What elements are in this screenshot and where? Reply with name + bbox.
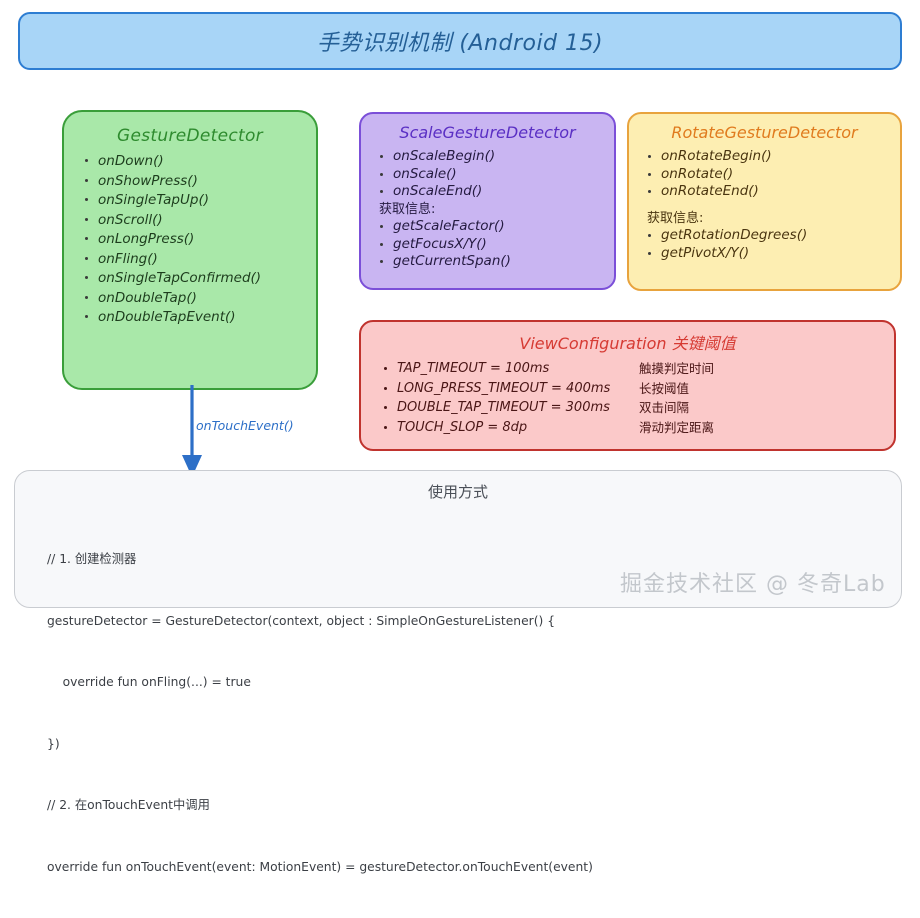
code-line: override fun onTouchEvent(event: MotionE… (47, 859, 593, 874)
code-line: // 2. 在onTouchEvent中调用 (47, 798, 210, 812)
gesture-detector-box: GestureDetector onDown() onShowPress() o… (62, 110, 318, 390)
code-line: override fun onFling(...) = true (47, 675, 251, 689)
list-item: onShowPress() (84, 172, 316, 192)
list-item: getPivotX/Y() (647, 245, 900, 263)
list-item: onDown() (84, 152, 316, 172)
code-line: // 1. 创建检测器 (47, 552, 137, 566)
list-item: onScale() (379, 166, 614, 184)
list-item: onSingleTapConfirmed() (84, 269, 316, 289)
list-item: onLongPress() (84, 230, 316, 250)
rotate-gesture-detector-title: RotateGestureDetector (671, 123, 858, 142)
threshold-note: 触摸判定时间 (639, 361, 715, 376)
section-label: 获取信息: (647, 210, 704, 226)
table-row: TOUCH_SLOP = 8dp 滑动判定距离 (383, 418, 894, 438)
rotate-gesture-detector-box: RotateGestureDetector onRotateBegin() on… (627, 112, 902, 291)
flow-arrow-label: onTouchEvent() (196, 418, 294, 433)
flow-arrow (182, 385, 202, 477)
usage-title: 使用方式 (427, 483, 488, 501)
list-item: onSingleTapUp() (84, 191, 316, 211)
list-item: onFling() (84, 250, 316, 270)
threshold-note: 双击间隔 (639, 400, 690, 415)
gesture-detector-callback-list: onDown() onShowPress() onSingleTapUp() o… (64, 152, 316, 328)
section-label: 获取信息: (379, 201, 436, 217)
list-item: onScroll() (84, 211, 316, 231)
code-line: }) (47, 736, 60, 751)
diagram-title-box: 手势识别机制 (Android 15) (18, 12, 902, 70)
code-line: gestureDetector = GestureDetector(contex… (47, 613, 556, 628)
table-row: TAP_TIMEOUT = 100ms 触摸判定时间 (383, 359, 894, 379)
list-item: getCurrentSpan() (379, 253, 614, 271)
diagram-canvas: 手势识别机制 (Android 15) GestureDetector onDo… (14, 12, 902, 874)
page-title: 手势识别机制 (Android 15) (316, 31, 604, 56)
scale-gesture-detector-title: ScaleGestureDetector (399, 123, 576, 142)
threshold-note: 滑动判定距离 (639, 419, 715, 435)
list-item: onRotate() (647, 166, 900, 184)
threshold-key: TOUCH_SLOP = 8dp (397, 419, 528, 435)
list-item: onDoubleTap() (84, 289, 316, 309)
table-row: LONG_PRESS_TIMEOUT = 400ms 长按阈值 (383, 379, 894, 399)
list-item: onRotateEnd() (647, 183, 900, 201)
watermark: 掘金技术社区 @ 冬奇Lab (620, 572, 886, 597)
threshold-key: LONG_PRESS_TIMEOUT = 400ms (397, 380, 611, 396)
threshold-key: TAP_TIMEOUT = 100ms (397, 361, 550, 376)
list-item: getRotationDegrees() (647, 227, 900, 245)
list-item: onRotateBegin() (647, 148, 900, 166)
list-item: onScaleBegin() (379, 148, 614, 166)
list-item: onScaleEnd() (379, 183, 614, 201)
threshold-note: 长按阈值 (639, 380, 690, 396)
rotate-gesture-detector-callback-list: onRotateBegin() onRotate() onRotateEnd()… (629, 148, 900, 262)
list-item: onDoubleTapEvent() (84, 308, 316, 328)
table-row: DOUBLE_TAP_TIMEOUT = 300ms 双击间隔 (383, 398, 894, 418)
view-configuration-title: ViewConfiguration 关键阈值 (519, 334, 736, 353)
list-item: getFocusX/Y() (379, 236, 614, 254)
list-item: getScaleFactor() (379, 218, 614, 236)
scale-gesture-detector-callback-list: onScaleBegin() onScale() onScaleEnd() 获取… (361, 148, 614, 271)
list-spacer (647, 201, 900, 210)
threshold-key: DOUBLE_TAP_TIMEOUT = 300ms (397, 400, 610, 415)
gesture-detector-title: GestureDetector (117, 126, 263, 146)
view-configuration-box: ViewConfiguration 关键阈值 TAP_TIMEOUT = 100… (359, 320, 896, 451)
view-configuration-threshold-list: TAP_TIMEOUT = 100ms 触摸判定时间 LONG_PRESS_TI… (361, 359, 894, 437)
scale-gesture-detector-box: ScaleGestureDetector onScaleBegin() onSc… (359, 112, 616, 290)
